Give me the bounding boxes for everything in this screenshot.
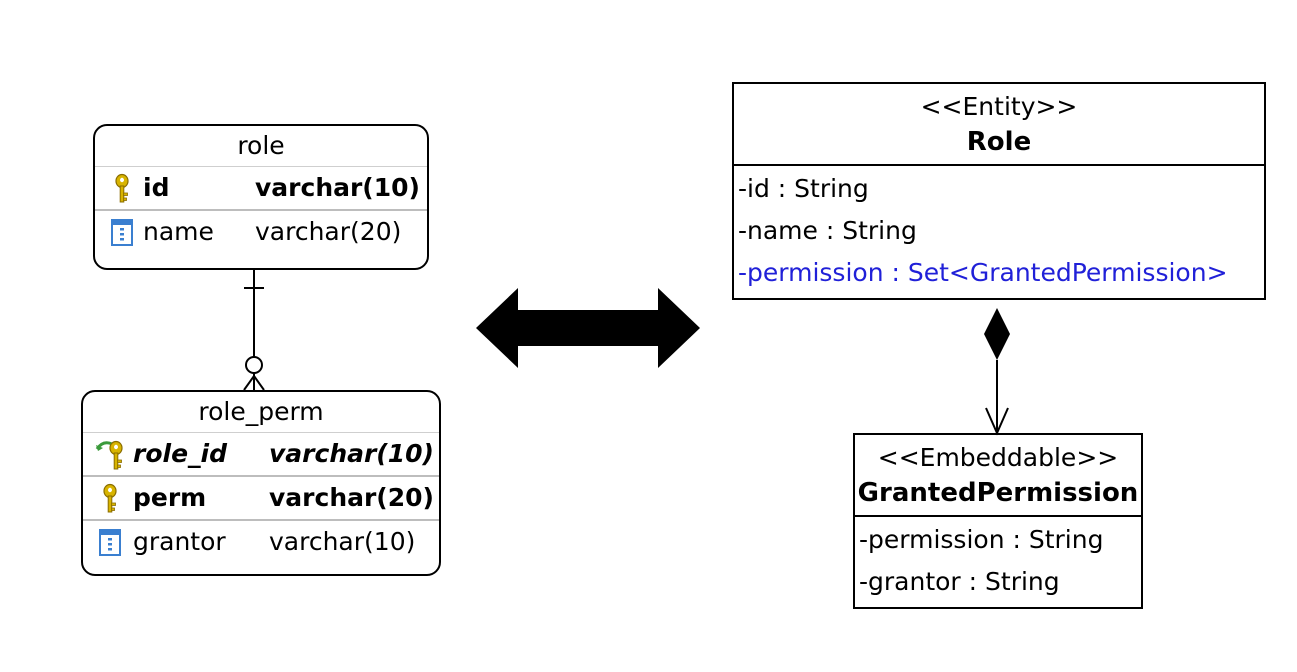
uml-class-name: GrantedPermission [857, 478, 1139, 508]
er-column-type: varchar(10) [269, 439, 434, 468]
er-column-type: varchar(10) [255, 173, 420, 202]
uml-attributes: -id : String -name : String -permission … [734, 166, 1264, 298]
er-column-row[interactable]: name varchar(20) [95, 211, 427, 253]
uml-stereotype: <<Entity>> [920, 92, 1078, 121]
er-column-name: perm [133, 483, 207, 512]
er-column-type: varchar(20) [269, 483, 434, 512]
double-arrow-icon [476, 288, 700, 368]
uml-attribute: -grantor : String [859, 567, 1060, 596]
er-column-row[interactable]: perm varchar(20) [83, 477, 439, 521]
column-icon [111, 219, 133, 246]
primary-key-icon [115, 173, 129, 203]
uml-attribute: -id : String [738, 174, 869, 203]
foreign-key-icon [95, 440, 123, 470]
er-column-name: id [143, 173, 170, 202]
er-column-row[interactable]: grantor varchar(10) [83, 521, 439, 563]
er-table-title: role [95, 126, 427, 167]
column-icon [99, 529, 121, 556]
zero-marker [245, 356, 263, 374]
er-table-role[interactable]: role id varchar(10) name varchar(20) [93, 124, 429, 270]
er-column-name: role_id [133, 439, 227, 468]
uml-attribute: -name : String [738, 216, 917, 245]
er-column-name: grantor [133, 527, 226, 556]
er-column-row[interactable]: role_id varchar(10) [83, 433, 439, 477]
uml-class-role[interactable]: <<Entity>> Role -id : String -name : Str… [732, 82, 1266, 300]
arrowhead-icon [985, 407, 1009, 436]
er-column-row[interactable]: id varchar(10) [95, 167, 427, 211]
uml-class-name: Role [966, 127, 1032, 157]
er-relationship-line[interactable] [243, 268, 265, 391]
uml-composition-line[interactable] [984, 308, 1010, 436]
uml-class-header: <<Entity>> Role [734, 84, 1264, 166]
er-column-type: varchar(10) [269, 527, 416, 556]
composition-diamond-icon [984, 308, 1010, 360]
uml-stereotype: <<Embeddable>> [877, 443, 1119, 472]
uml-attribute-association[interactable]: -permission : Set<GrantedPermission> [738, 258, 1228, 287]
primary-key-icon [103, 483, 117, 513]
er-table-role-perm[interactable]: role_perm role_id varchar(10) perm varch… [81, 390, 441, 576]
uml-attribute: -permission : String [859, 525, 1104, 554]
crowfoot-marker [243, 375, 255, 391]
er-column-type: varchar(20) [255, 217, 402, 246]
uml-class-header: <<Embeddable>> GrantedPermission [855, 435, 1141, 517]
er-column-name: name [143, 217, 214, 246]
uml-class-granted-permission[interactable]: <<Embeddable>> GrantedPermission -permis… [853, 433, 1143, 609]
er-table-title: role_perm [83, 392, 439, 433]
uml-attributes: -permission : String -grantor : String [855, 517, 1141, 607]
